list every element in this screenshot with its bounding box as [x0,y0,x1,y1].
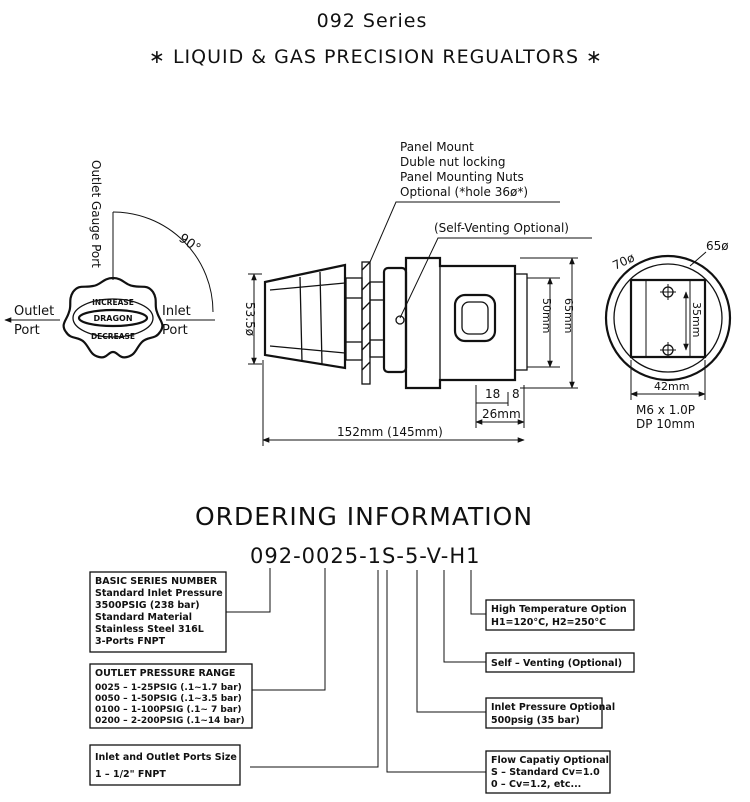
outlet-gauge-port-label: Outlet Gauge Port [89,160,103,268]
outlet-pressure-line-2: 0025 – 1-25PSIG (.1~1.7 bar) [95,683,242,693]
knob-top-view: Outlet Gauge Port 90° INCREASE DRAGON DE… [4,160,215,359]
high-temp-box: High Temperature Option H1=120°C, H2=250… [485,599,635,631]
self-venting-leader [399,237,592,319]
basic-series-line-6: 3-Ports FNPT [95,636,166,647]
panel-note-line-4: Optional (*hole 36ø*) [400,185,528,199]
series-title: 092 Series [317,10,428,32]
basic-series-line-2: Standard Inlet Pressure [95,588,223,599]
knob-increase-label: INCREASE [92,298,134,307]
dim-26-label: 26mm [482,407,521,421]
knob-outline [62,276,164,359]
angle-label: 90° [176,231,203,257]
basic-series-line-4: Standard Material [95,612,192,623]
end-outer-circle [604,254,732,382]
ordering-leaders [226,568,486,773]
knob-label-ellipse [72,298,154,338]
product-subtitle: ∗ LIQUID & GAS PRECISION REGUALTORS ∗ [149,46,603,68]
inlet-pressure-box: Inlet Pressure Optional 500psig (35 bar) [485,697,615,729]
outlet-port-label: Port [14,323,40,338]
dim-53-label: 53.5ø [243,302,257,336]
dim-18-label: 18 [485,387,500,401]
end-view: 35mm 70ø 65ø 42mm M6 x 1.0P DP 10mm [604,239,732,431]
depth-label: DP 10mm [636,417,695,431]
knob-brand-label: DRAGON [93,314,132,323]
self-venting-box: Self – Venting (Optional) [485,652,635,673]
flow-capacity-line-3: 0 – Cv=1.2, etc... [491,779,581,790]
basic-series-line-1: BASIC SERIES NUMBER [95,576,218,587]
side-knob [263,263,347,370]
outlet-pressure-line-3: 0050 – 1-50PSIG (.1~3.5 bar) [95,694,242,704]
ordering-title: ORDERING INFORMATION [195,502,533,531]
ports-size-box: Inlet and Outlet Ports Size 1 – 1/2" FNP… [89,744,241,786]
outlet-pressure-line-4: 0100 – 1-100PSIG (.1~ 7 bar) [95,705,241,715]
angle-arc [112,211,214,313]
flow-capacity-line-1: Flow Capatiy Optional [491,755,609,766]
inlet-label: Inlet [162,304,191,319]
nut-right [369,281,385,358]
basic-series-box: BASIC SERIES NUMBER Standard Inlet Press… [89,571,227,653]
high-temp-line-2: H1=120°C, H2=250°C [491,617,606,628]
basic-series-line-3: 3500PSIG (238 bar) [95,600,200,611]
hole-spacing-label: 35mm [690,302,703,337]
panel-note-line-1: Panel Mount [400,140,474,154]
outlet-pressure-line-5: 0200 – 2-200PSIG (.1~14 bar) [95,716,245,726]
outer-dia-label: 70ø [610,250,636,272]
ports-size-line-2: 1 – 1/2" FNPT [95,769,166,780]
dim-65-label: 65mm [562,298,575,333]
panel-note-leader [369,201,560,263]
self-venting-box-label: Self – Venting (Optional) [491,658,622,669]
side-view: Panel Mount Duble nut locking Panel Moun… [243,140,592,446]
flow-capacity-line-2: S – Standard Cv=1.0 [491,767,600,778]
inner-dia-label: 65ø [706,239,729,253]
vent-hole [395,315,405,325]
regulator-body [404,256,517,390]
outlet-label: Outlet [14,304,54,319]
thread-label: M6 x 1.0P [636,403,695,417]
dim-overall-label: 152mm (145mm) [337,425,443,439]
part-number: 092-0025-1S-5-V-H1 [250,544,481,568]
dim-8-label: 8 [512,387,520,401]
panel-note-line-2: Duble nut locking [400,155,506,169]
nut-left [345,277,363,361]
knob-decrease-label: DECREASE [91,332,135,341]
high-temp-line-1: High Temperature Option [491,604,627,615]
knob-center-ellipse [77,308,149,328]
inlet-pressure-line-1: Inlet Pressure Optional [491,702,615,713]
outlet-pressure-box: OUTLET PRESSURE RANGE 0025 – 1-25PSIG (.… [89,663,253,729]
end-inner-circle [613,263,723,373]
outlet-pressure-line-1: OUTLET PRESSURE RANGE [95,668,235,679]
bonnet [382,266,408,374]
self-venting-label: (Self-Venting Optional) [434,221,569,235]
dim-50-label: 50mm [540,298,553,333]
side-port [453,293,497,343]
basic-series-line-5: Stainless Steel 316L [95,624,204,635]
inlet-port-label: Port [162,323,188,338]
panel-note-line-3: Panel Mounting Nuts [400,170,524,184]
end-width-label: 42mm [654,380,689,393]
flow-capacity-box: Flow Capatiy Optional S – Standard Cv=1.… [485,750,611,794]
end-flat-face [629,278,707,359]
ports-size-line-1: Inlet and Outlet Ports Size [95,752,237,763]
inlet-pressure-line-2: 500psig (35 bar) [491,715,580,726]
body-cap [514,273,528,371]
